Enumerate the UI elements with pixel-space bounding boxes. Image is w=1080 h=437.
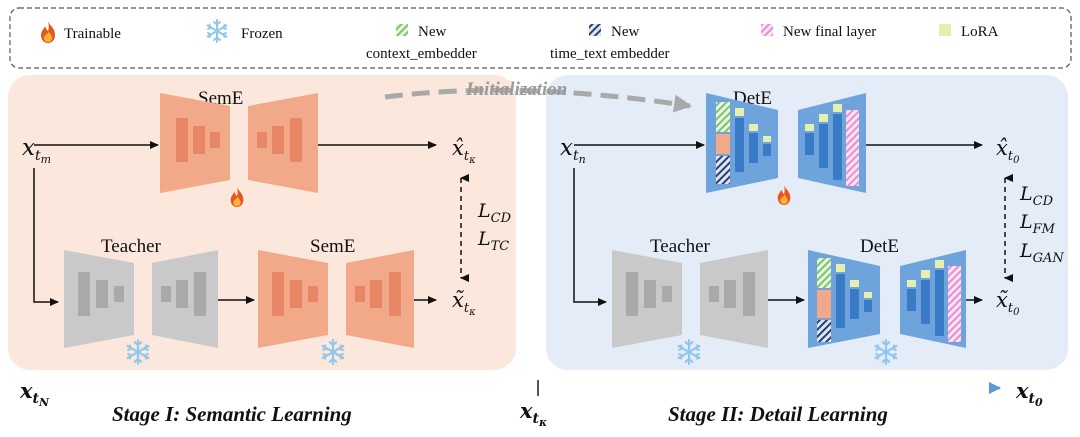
legend-new-context-1: New: [418, 24, 446, 40]
stage1-loss-cd: LCD: [477, 200, 512, 226]
stage2-output-hat: x̂t0: [996, 136, 1020, 166]
arrow-input-to-teacher: [33, 168, 59, 306]
seme-top-block: [160, 93, 318, 193]
dete-bottom-label: DetE: [860, 236, 899, 257]
legend-lora: LoRA: [961, 24, 999, 40]
timeline-end: xt0: [1015, 378, 1043, 409]
stage2-label: Stage II: Detail Learning: [668, 402, 888, 426]
stage2-input: xtn: [560, 135, 586, 166]
stage1-loss-tc: LTC: [477, 228, 509, 254]
legend-new-context-2: context_embedder: [366, 46, 477, 62]
legend-frozen: Frozen: [241, 26, 283, 42]
lora-square-icon: [939, 24, 951, 36]
teacher-label-stage2: Teacher: [650, 236, 711, 257]
hatch-pink-icon: [761, 24, 773, 36]
dete-top-block: [706, 93, 866, 193]
snowflake-icon: [206, 19, 228, 43]
stage1-output-tilde: x̃tκ: [452, 288, 476, 318]
stage2-loss-cd: LCD: [1019, 183, 1054, 209]
legend-new-time-1: New: [611, 24, 639, 40]
hatch-green-icon: [396, 24, 408, 36]
fire-icon: [41, 21, 55, 43]
timeline-start: xtN: [19, 378, 50, 409]
arrow-input-to-teacher-stage2: [573, 168, 607, 306]
teacher-block-stage2: [612, 250, 768, 348]
teacher-block-stage1: [64, 250, 218, 348]
legend-trainable: Trainable: [64, 26, 121, 42]
stage1-label: Stage I: Semantic Learning: [112, 402, 352, 426]
stage2-output-tilde: x̃t0: [996, 288, 1020, 318]
initialization-arrow: [384, 87, 692, 113]
hatch-navy-icon: [589, 24, 601, 36]
legend-box: [9, 7, 1072, 69]
seme-bottom-label: SemE: [310, 236, 355, 257]
stage1-output-hat: x̂tκ: [452, 136, 476, 166]
legend-new-time-2: time_text embedder: [550, 46, 670, 62]
initialization-label: Initialization: [465, 79, 567, 100]
stage1-input: xtm: [22, 135, 51, 166]
teacher-label-stage1: Teacher: [101, 236, 162, 257]
stage2-loss-fm: LFM: [1019, 211, 1056, 237]
stage2-loss-gan: LGAN: [1019, 240, 1064, 266]
timeline-mid: xtκ: [519, 398, 547, 429]
seme-bottom-block: [258, 250, 414, 348]
dete-bottom-block: [808, 250, 966, 348]
legend-new-final-layer: New final layer: [783, 24, 876, 40]
